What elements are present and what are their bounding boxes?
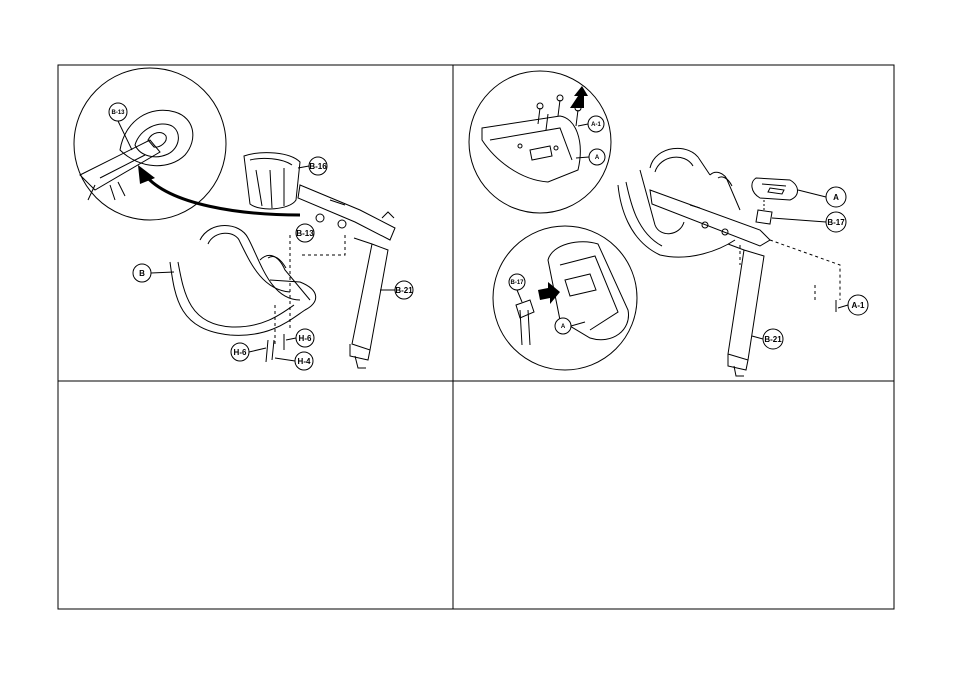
callout-b21: B-21 [395, 286, 413, 295]
callout-a1-zoom: A-1 [591, 122, 601, 128]
detail-zoom-circle-top [468, 70, 612, 214]
detail-zoom-circle-bottom [492, 225, 638, 371]
callout-a-zoom-top: A [595, 155, 600, 161]
right-assembly-illustration [468, 70, 841, 377]
callout-h6-left: H-6 [234, 348, 247, 357]
callout-a-zoom-bottom: A [561, 324, 566, 330]
callout-b: B [139, 269, 145, 278]
callout-b21: B-21 [764, 335, 782, 344]
curved-arrow-icon [143, 174, 301, 217]
callout-b13-zoom: B-13 [111, 110, 125, 116]
right-callouts: A-1 A B-17 A A B-17 A-1 B-21 [508, 115, 869, 350]
callout-h6-right: H-6 [299, 334, 312, 343]
block-arrow-icon [538, 282, 560, 304]
detail-zoom-circle [73, 67, 227, 221]
callout-a: A [833, 193, 839, 202]
left-callouts: B-13 B-16 B-13 B B-21 H-6 H-6 H-4 [108, 102, 414, 371]
callout-b13: B-13 [296, 229, 314, 238]
callout-b16: B-16 [309, 162, 327, 171]
panel-grid [57, 64, 895, 610]
callout-a1: A-1 [852, 301, 865, 310]
callout-b17-zoom: B-17 [510, 280, 524, 286]
block-arrow-icon [570, 86, 588, 108]
callout-b17: B-17 [827, 218, 845, 227]
callout-h4: H-4 [298, 357, 311, 366]
